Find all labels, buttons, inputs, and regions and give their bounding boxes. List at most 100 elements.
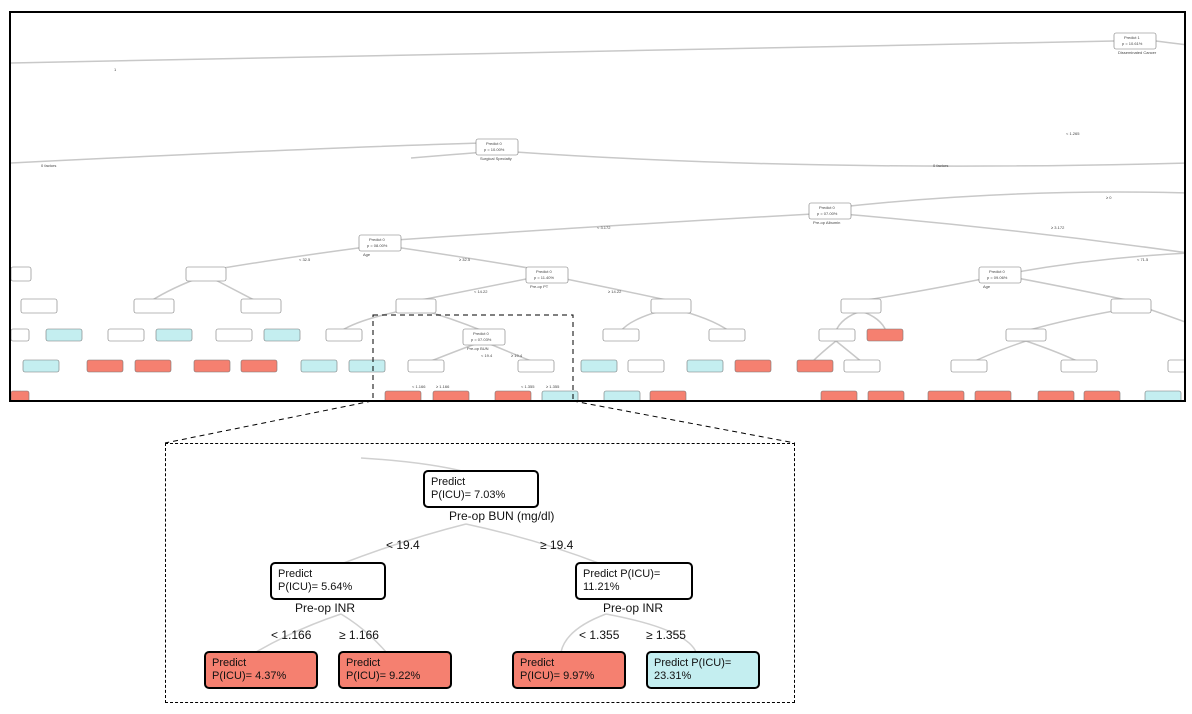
tree-edge — [380, 212, 832, 242]
tree-node-text: Predict 1 — [1124, 35, 1141, 40]
edge-left-left — [255, 613, 342, 653]
node-root: Predict P(ICU)= 7.03% — [423, 470, 539, 508]
tree-node-box — [525, 266, 569, 284]
tree-edge-label: 0 factors — [933, 163, 948, 168]
node-right-variable: Pre-op INR — [603, 601, 664, 615]
tree-edge — [1155, 40, 1184, 46]
tree-node-box — [325, 328, 363, 342]
tree-node-box — [820, 390, 858, 400]
tree-node-var: Age — [363, 252, 371, 257]
tree-edge — [205, 244, 382, 272]
edge-right-left — [560, 613, 607, 653]
tree-node-box — [974, 390, 1012, 400]
leaf-1-line1: Predict — [212, 657, 247, 669]
tree-node-text: p = 07.00% — [817, 211, 838, 216]
tree-node-var: Disseminated Cancer — [1118, 50, 1157, 55]
leaf-2: Predict P(ICU)= 9.22% — [338, 651, 452, 689]
tree-node-text: p = 09.06% — [987, 275, 1008, 280]
tree-node-box — [133, 298, 175, 314]
node-left-line2: P(ICU)= 5.64% — [278, 581, 353, 593]
node-left-line1: Predict — [278, 568, 313, 580]
node-right-line2: 11.21% — [583, 581, 620, 593]
leaf-3: Predict P(ICU)= 9.97% — [512, 651, 626, 689]
tree-node-box — [734, 359, 772, 373]
split-left-left: < 1.166 — [271, 628, 312, 642]
tree-node-box — [348, 359, 386, 373]
connector-left — [164, 400, 373, 444]
tree-node-text: Predict 0 — [819, 205, 836, 210]
tree-node-text: Predict 0 — [369, 237, 386, 242]
tree-node-box — [818, 328, 856, 342]
tree-edge-label: 0 factors — [41, 163, 56, 168]
edge-right-right — [605, 613, 697, 653]
tree-edge-label: ≥ 1.166 — [436, 384, 450, 389]
tree-node-box — [263, 328, 301, 342]
edge-parent — [360, 457, 467, 473]
node-left: Predict P(ICU)= 5.64% — [270, 562, 386, 600]
tree-node-box — [462, 328, 506, 346]
tree-edge-label: < 71.5 — [1137, 257, 1149, 262]
split-root-left: < 19.4 — [386, 538, 420, 552]
node-right-line1: Predict P(ICU)= — [583, 568, 661, 580]
tree-node-box — [107, 328, 145, 342]
tree-node-box — [927, 390, 965, 400]
tree-edge-label: ≥ 32.5 — [459, 257, 471, 262]
tree-node-box — [1144, 390, 1182, 400]
tree-edge-label: < 14.22 — [474, 289, 488, 294]
tree-node-text: p = 07.03% — [471, 337, 492, 342]
tree-node-box — [358, 234, 402, 252]
node-root-line1: Predict — [431, 476, 466, 488]
tree-node-box — [1110, 298, 1152, 314]
tree-edge — [11, 142, 482, 164]
leaf-4-line1: Predict P(ICU)= — [654, 657, 732, 669]
tree-node-box — [627, 359, 665, 373]
tree-node-box — [240, 298, 282, 314]
tree-edge — [1000, 252, 1184, 276]
tree-node-box — [541, 390, 579, 400]
tree-node-box — [649, 390, 687, 400]
tree-node-box — [650, 298, 692, 314]
tree-node-var: Age — [983, 284, 991, 289]
tree-node-box — [11, 328, 30, 342]
split-right-left: < 1.355 — [579, 628, 620, 642]
tree-node-box — [494, 390, 532, 400]
tree-edge-label: < 3.172 — [597, 225, 611, 230]
tree-edge-label: ≥ 3.172 — [1051, 225, 1065, 230]
tree-node-box — [185, 266, 227, 282]
tree-edge-label: ≥ 1.355 — [546, 384, 560, 389]
tree-edge-label: < 1.265 — [1066, 131, 1080, 136]
tree-node-box — [20, 298, 58, 314]
tree-edge — [830, 212, 1184, 254]
node-right: Predict P(ICU)= 11.21% — [575, 562, 693, 600]
tree-node-text: p = 11.40% — [534, 275, 554, 280]
tree-node-box — [384, 390, 422, 400]
leaf-1: Predict P(ICU)= 4.37% — [204, 651, 318, 689]
node-root-variable: Pre-op BUN (mg/dl) — [449, 509, 555, 523]
leaf-3-line2: P(ICU)= 9.97% — [520, 670, 595, 682]
tree-node-text: Predict 0 — [473, 331, 490, 336]
node-root-line2: P(ICU)= 7.03% — [431, 489, 506, 501]
tree-node-text: Predict 0 — [486, 141, 503, 146]
tree-node-text: p = 10.00% — [484, 147, 505, 152]
edge-root-right — [465, 523, 602, 565]
tree-node-box — [808, 202, 852, 220]
tree-node-box — [708, 328, 746, 342]
tree-node-box — [155, 328, 193, 342]
tree-node-box — [475, 138, 519, 156]
split-root-right: ≥ 19.4 — [540, 538, 574, 552]
tree-node-box — [843, 359, 881, 373]
tree-node-box — [950, 359, 988, 373]
tree-node-box — [240, 359, 278, 373]
leaf-2-line1: Predict — [346, 657, 381, 669]
tree-node-text: p = 10.61% — [1122, 41, 1143, 46]
tree-node-box — [11, 390, 30, 400]
tree-node-box — [86, 359, 124, 373]
tree-node-box — [22, 359, 60, 373]
tree-edge-label: 1 — [114, 67, 117, 72]
tree-node-text: Predict 0 — [989, 269, 1006, 274]
highlight-region — [372, 314, 574, 400]
tree-node-var: Pre-op PT — [530, 284, 549, 289]
tree-node-var: Pre-op Albumin — [813, 220, 840, 225]
leaf-4-line2: 23.31% — [654, 670, 692, 682]
edge-left-right — [340, 613, 387, 653]
